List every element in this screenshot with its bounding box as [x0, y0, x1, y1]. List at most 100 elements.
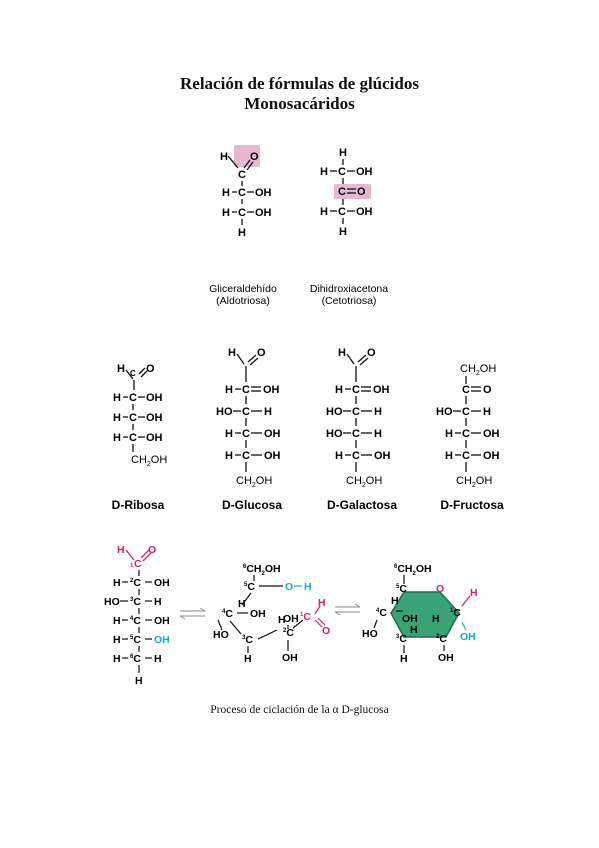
svg-text:H: H: [225, 428, 233, 440]
monosaccharide-name-2: D-Glucosa: [222, 498, 282, 512]
svg-text:H: H: [222, 187, 230, 199]
svg-text:C: C: [338, 206, 346, 218]
figure-caption: Proceso de ciclación de la α D-glucosa: [210, 704, 389, 716]
svg-text:O: O: [483, 384, 492, 396]
svg-text:HO: HO: [104, 596, 120, 608]
svg-text:H: H: [320, 206, 328, 218]
svg-text:OH: OH: [146, 392, 163, 404]
svg-text:3C: 3C: [130, 596, 141, 608]
pyranose-ring: [390, 591, 460, 638]
svg-text:H: H: [117, 363, 125, 375]
svg-text:C: C: [352, 406, 360, 418]
svg-text:5C: 5C: [244, 581, 255, 593]
svg-text:C: C: [242, 428, 250, 440]
svg-text:H: H: [374, 406, 382, 418]
svg-text:H: H: [135, 675, 143, 687]
triose-sub-1: (Aldotriosa): [216, 295, 270, 307]
svg-text:4C: 4C: [222, 608, 233, 620]
svg-text:O: O: [250, 151, 259, 163]
svg-text:H: H: [374, 428, 382, 440]
gliceraldehido-formula: H C O H C OH H C OH H: [220, 145, 272, 239]
svg-text:OH: OH: [154, 615, 170, 627]
monosaccharide-name-4: D-Fructosa: [440, 498, 504, 512]
svg-text:OH: OH: [264, 450, 281, 462]
svg-text:C: C: [352, 450, 360, 462]
svg-text:OH: OH: [402, 613, 418, 625]
ribosa-formula: H C O H C OH H C OH H C OH CH2OH: [113, 363, 167, 468]
svg-text:H: H: [113, 577, 121, 589]
svg-text:H: H: [238, 598, 246, 610]
svg-text:HO: HO: [326, 428, 343, 440]
svg-text:C: C: [352, 384, 360, 396]
svg-text:O: O: [148, 544, 156, 556]
svg-text:H: H: [483, 406, 491, 418]
svg-text:H: H: [222, 207, 230, 219]
svg-text:C: C: [134, 558, 142, 570]
svg-text:C: C: [129, 432, 137, 444]
svg-text:O: O: [285, 581, 293, 593]
svg-text:C: C: [238, 187, 246, 199]
svg-text:OH: OH: [460, 631, 476, 643]
svg-text:C: C: [238, 169, 246, 181]
svg-text:O: O: [322, 625, 330, 637]
monosaccharide-name-1: D-Ribosa: [112, 498, 165, 512]
svg-text:2C: 2C: [436, 633, 447, 645]
svg-text:C: C: [338, 186, 346, 198]
svg-text:H: H: [238, 227, 246, 239]
glucosa-open-chain: H 1 C O H 2C OH HO 3C H H 4C OH H 5C OH …: [104, 544, 170, 687]
svg-text:OH: OH: [356, 206, 373, 218]
svg-text:C: C: [238, 207, 246, 219]
page-subtitle: Monosacáridos: [244, 94, 355, 113]
svg-text:4C: 4C: [376, 607, 387, 619]
monosaccharide-name-3: D-Galactosa: [327, 498, 397, 512]
triose-name-1: Gliceraldehído: [209, 283, 277, 295]
svg-text:OH: OH: [283, 613, 299, 625]
svg-text:OH: OH: [154, 634, 170, 646]
svg-text:H: H: [318, 597, 326, 609]
triose-name-2: Dihidroxiacetona: [310, 283, 388, 295]
svg-text:H: H: [400, 653, 408, 665]
svg-text:OH: OH: [263, 384, 280, 396]
glucosa-ring: 6CH2OH 5C O 4C H OH HO 1C H OH 3C H 2C H…: [362, 563, 478, 665]
svg-text:CH2OH: CH2OH: [346, 475, 382, 489]
svg-text:C: C: [462, 384, 470, 396]
svg-text:HO: HO: [213, 629, 229, 641]
svg-text:H: H: [244, 653, 252, 665]
svg-text:2C: 2C: [283, 627, 294, 639]
svg-text:C: C: [462, 406, 470, 418]
svg-text:OH: OH: [483, 428, 500, 440]
svg-text:H: H: [113, 653, 121, 665]
svg-text:O: O: [357, 186, 366, 198]
svg-text:C: C: [242, 450, 250, 462]
svg-text:H: H: [154, 653, 162, 665]
svg-text:H: H: [228, 347, 236, 359]
svg-text:H: H: [225, 450, 233, 462]
svg-text:H: H: [113, 412, 121, 424]
svg-text:H: H: [339, 226, 347, 238]
svg-text:H: H: [432, 613, 440, 625]
triose-sub-2: (Cetotriosa): [322, 295, 377, 307]
svg-text:H: H: [470, 587, 478, 599]
svg-text:OH: OH: [255, 207, 272, 219]
svg-text:OH: OH: [154, 577, 170, 589]
svg-text:CH2OH: CH2OH: [460, 363, 496, 377]
svg-text:OH: OH: [438, 652, 454, 664]
svg-text:HO: HO: [326, 406, 343, 418]
svg-text:H: H: [113, 392, 121, 404]
svg-text:H: H: [410, 624, 418, 636]
svg-text:3C: 3C: [242, 634, 253, 646]
page-title: Relación de fórmulas de glúcidos: [180, 74, 419, 93]
svg-text:CH2OH: CH2OH: [131, 454, 167, 468]
svg-text:OH: OH: [282, 652, 298, 664]
svg-text:OH: OH: [483, 450, 500, 462]
svg-text:6CH2OH: 6CH2OH: [394, 563, 432, 577]
svg-text:H: H: [264, 406, 272, 418]
equilibrium-arrow-1: [179, 607, 206, 620]
svg-text:H: H: [335, 450, 343, 462]
svg-text:H: H: [338, 347, 346, 359]
svg-text:H: H: [220, 151, 228, 163]
svg-text:H: H: [113, 615, 121, 627]
equilibrium-arrow-2: [334, 603, 361, 616]
svg-text:C: C: [338, 166, 346, 178]
